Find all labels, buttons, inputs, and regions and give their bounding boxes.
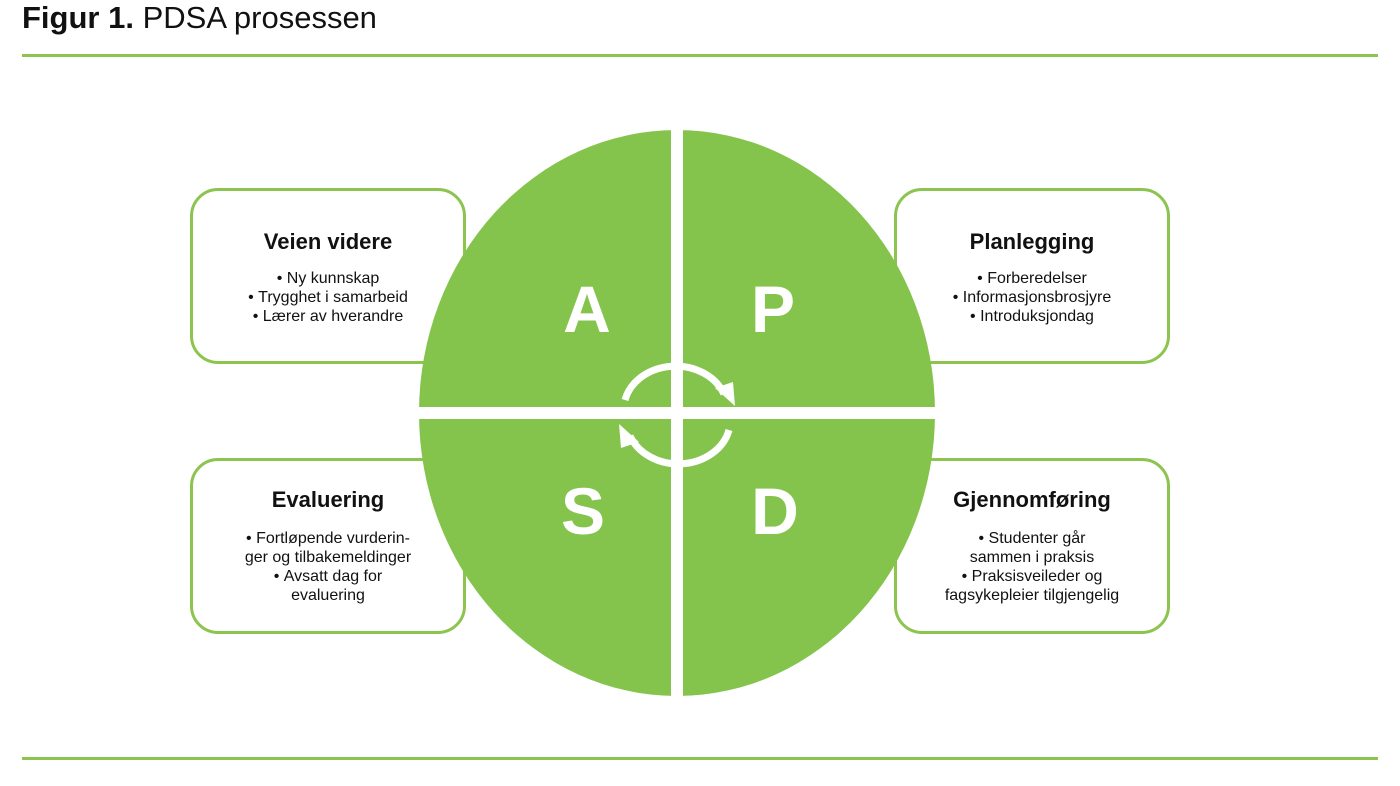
box-study-title: Evaluering [271, 487, 385, 512]
box-plan-title: Planlegging [969, 229, 1095, 254]
list-item: Introduksjondag [907, 307, 1157, 326]
list-item: Ny kunnskap [203, 269, 453, 288]
list-item-text: ger og tilbakemeldinger [244, 549, 412, 566]
list-item-continuation: evaluering [203, 586, 453, 605]
letter-plan: P [751, 272, 795, 346]
figure-title: Figur 1. PDSA prosessen [22, 0, 377, 36]
box-do-list: Studenter går sammen i praksis Praksisve… [897, 529, 1167, 605]
list-item-text: sammen i praksis [969, 549, 1095, 566]
cycle-arrows-icon [619, 362, 735, 468]
quadrant-study [419, 419, 671, 696]
letter-act: A [563, 272, 611, 346]
list-item-text: fagsykepleier tilgjengelig [944, 587, 1120, 604]
list-item: Forberedelser [907, 269, 1157, 288]
box-do: Gjennomføring Studenter går sammen i pra… [894, 458, 1170, 634]
list-item: Trygghet i samarbeid [203, 288, 453, 307]
list-item: Praksisveileder og [907, 567, 1157, 586]
list-item: Studenter går [907, 529, 1157, 548]
figure-caption: PDSA prosessen [142, 0, 377, 35]
box-act: Veien videre Ny kunnskap Trygghet i sama… [190, 188, 466, 364]
box-do-title: Gjennomføring [953, 487, 1111, 512]
list-item: Lærer av hverandre [203, 307, 453, 326]
list-item-continuation: fagsykepleier tilgjengelig [907, 586, 1157, 605]
box-plan-list: Forberedelser Informasjonsbrosjyre Intro… [897, 269, 1167, 326]
box-act-list: Ny kunnskap Trygghet i samarbeid Lærer a… [193, 269, 463, 326]
list-item-continuation: ger og tilbakemeldinger [203, 548, 453, 567]
pdsa-circle: A P S D [419, 130, 935, 696]
box-study-list: Fortløpende vurderin- ger og tilbakemeld… [193, 529, 463, 605]
list-item: Informasjonsbrosjyre [907, 288, 1157, 307]
bottom-divider [22, 757, 1378, 760]
box-plan: Planlegging Forberedelser Informasjonsbr… [894, 188, 1170, 364]
letter-study: S [561, 474, 605, 548]
list-item: Avsatt dag for [203, 567, 453, 586]
box-study: Evaluering Fortløpende vurderin- ger og … [190, 458, 466, 634]
quadrant-plan [683, 130, 935, 407]
list-item-text: evaluering [291, 587, 365, 604]
quadrant-act [419, 130, 671, 407]
figure-label: Figur 1. [22, 0, 134, 35]
quadrant-do [683, 419, 935, 696]
letter-do: D [751, 474, 799, 548]
box-act-title: Veien videre [263, 229, 393, 254]
top-divider [22, 54, 1378, 57]
list-item-continuation: sammen i praksis [907, 548, 1157, 567]
list-item: Fortløpende vurderin- [203, 529, 453, 548]
